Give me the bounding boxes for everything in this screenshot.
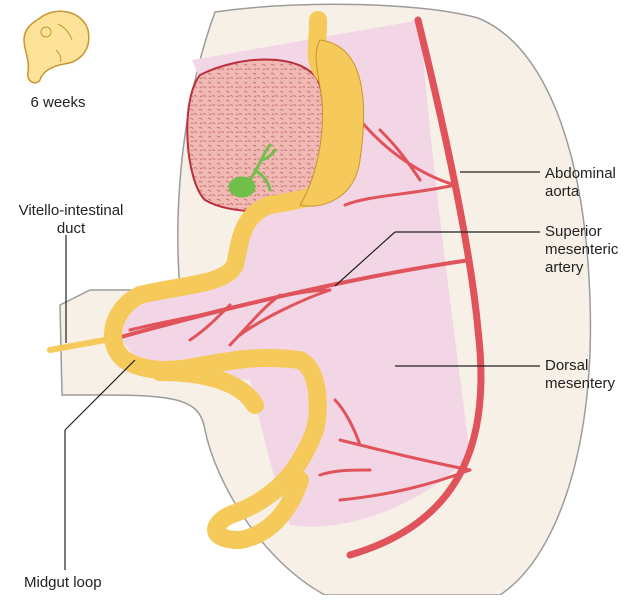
- label-abdominal-aorta: Abdominal aorta: [545, 165, 616, 201]
- label-superior-mesenteric-artery: Superior mesenteric artery: [545, 223, 618, 277]
- label-vitello-intestinal-duct: Vitello-intestinal duct: [6, 202, 136, 238]
- embryo-icon: [24, 11, 89, 83]
- label-dorsal-mesentery: Dorsal mesentery: [545, 357, 615, 393]
- stage-label: 6 weeks: [18, 94, 98, 112]
- label-midgut-loop: Midgut loop: [24, 574, 102, 592]
